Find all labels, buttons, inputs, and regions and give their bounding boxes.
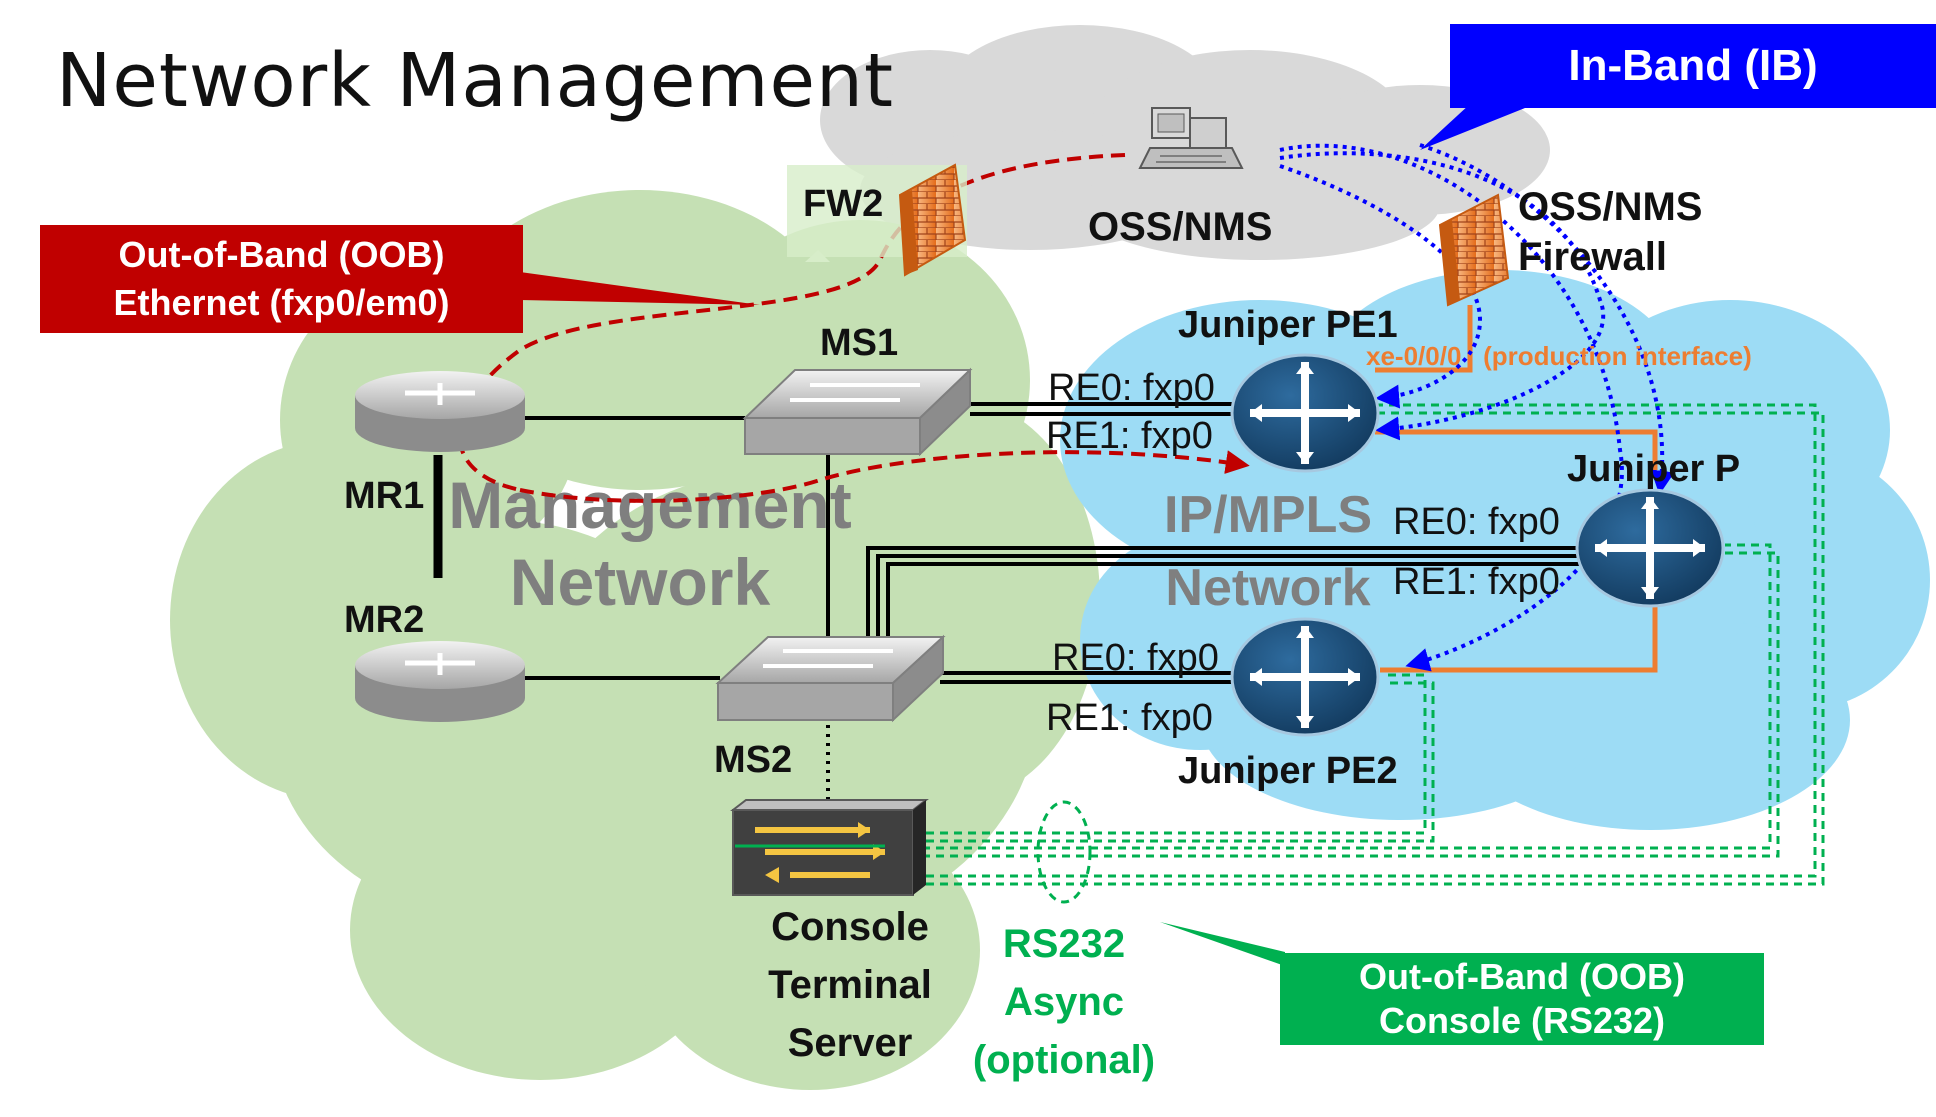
pe2-router[interactable] (1230, 617, 1380, 737)
pe1-re1-label: RE1: fxp0 (1046, 415, 1213, 457)
mr2-label: MR2 (344, 599, 424, 641)
pe2-re1-label: RE1: fxp0 (1046, 697, 1213, 739)
in-band-pointer (1420, 104, 1535, 150)
oss-fw-label-2: Firewall (1518, 235, 1667, 279)
ms2-label: MS2 (714, 739, 792, 781)
oss-fw-label: OSS/NMS (1518, 185, 1702, 229)
oob-ethernet-pointer (520, 272, 760, 305)
p-label: Juniper P (1567, 448, 1740, 490)
oob-console-line1: Out-of-Band (OOB) (1359, 956, 1685, 997)
p-router[interactable] (1575, 488, 1725, 608)
oss-nms-firewall[interactable] (1438, 193, 1510, 307)
oss-nms-workstation[interactable] (1138, 107, 1244, 169)
console-label-3: Server (788, 1021, 913, 1065)
ethernet-links (433, 402, 1580, 800)
mr1-label: MR1 (344, 475, 424, 517)
pe1-re0-label: RE0: fxp0 (1048, 367, 1215, 409)
pe2-label: Juniper PE2 (1178, 750, 1398, 792)
in-band-links (1279, 143, 1675, 672)
fw2-label: FW2 (803, 183, 883, 225)
console-terminal-server[interactable] (730, 799, 929, 896)
p-re0-label: RE0: fxp0 (1393, 501, 1560, 543)
production-links (1375, 305, 1658, 673)
fw2-firewall[interactable] (787, 163, 967, 277)
console-links (870, 403, 1825, 904)
rs232-label-3: (optional) (973, 1038, 1155, 1082)
pe2-re0-label: RE0: fxp0 (1052, 637, 1219, 679)
management-cloud-label-2: Network (510, 545, 771, 619)
oob-ethernet-line1: Out-of-Band (OOB) (118, 234, 445, 275)
ms1-switch[interactable] (742, 367, 973, 457)
ms2-switch[interactable] (715, 634, 946, 723)
rs232-label: RS232 (1003, 922, 1125, 966)
production-interface-label: xe-0/0/0 (production interface) (1366, 341, 1752, 371)
pe1-label: Juniper PE1 (1178, 304, 1398, 346)
mr1-router[interactable] (355, 371, 525, 452)
ms1-label: MS1 (820, 322, 898, 364)
p-re1-label: RE1: fxp0 (1393, 561, 1560, 603)
pe1-router[interactable] (1230, 353, 1380, 473)
oob-console-line2: Console (RS232) (1378, 1000, 1666, 1041)
mpls-cloud-label: IP/MPLS (1164, 486, 1372, 544)
rs232-label-2: Async (1004, 980, 1124, 1024)
oob-ethernet-callout: Out-of-Band (OOB) Ethernet (fxp0/em0) (40, 225, 523, 333)
mr2-router[interactable] (355, 641, 525, 722)
page-title: Network Management (56, 38, 894, 124)
oss-nms-label: OSS/NMS (1088, 205, 1272, 249)
oob-console-callout: Out-of-Band (OOB) Console (RS232) (1280, 953, 1764, 1045)
oob-console-pointer (1160, 922, 1285, 966)
console-label-2: Terminal (768, 963, 932, 1007)
console-label: Console (771, 905, 929, 949)
mpls-cloud-label-2: Network (1165, 559, 1370, 617)
in-band-callout-text: In-Band (IB) (1568, 41, 1818, 90)
oob-ethernet-line2: Ethernet (fxp0/em0) (113, 282, 450, 323)
management-cloud-label: Management (448, 468, 851, 542)
in-band-callout: In-Band (IB) (1450, 24, 1936, 108)
